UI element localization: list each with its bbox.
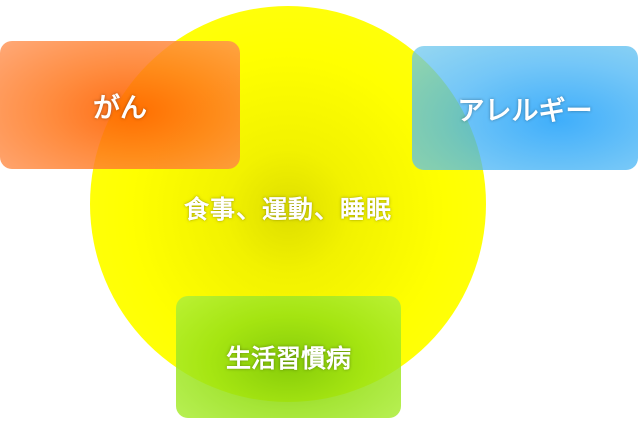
lifestyle-factors-label: 食事、運動、睡眠 [183, 195, 392, 224]
lifestyle-disease-label: 生活習慣病 [225, 344, 351, 373]
cancer-label: がん [93, 92, 147, 124]
cancer-box: がん [0, 41, 240, 169]
allergy-label: アレルギー [457, 95, 593, 127]
lifestyle-disease-box: 生活習慣病 [176, 296, 401, 418]
allergy-box: アレルギー [412, 46, 638, 170]
